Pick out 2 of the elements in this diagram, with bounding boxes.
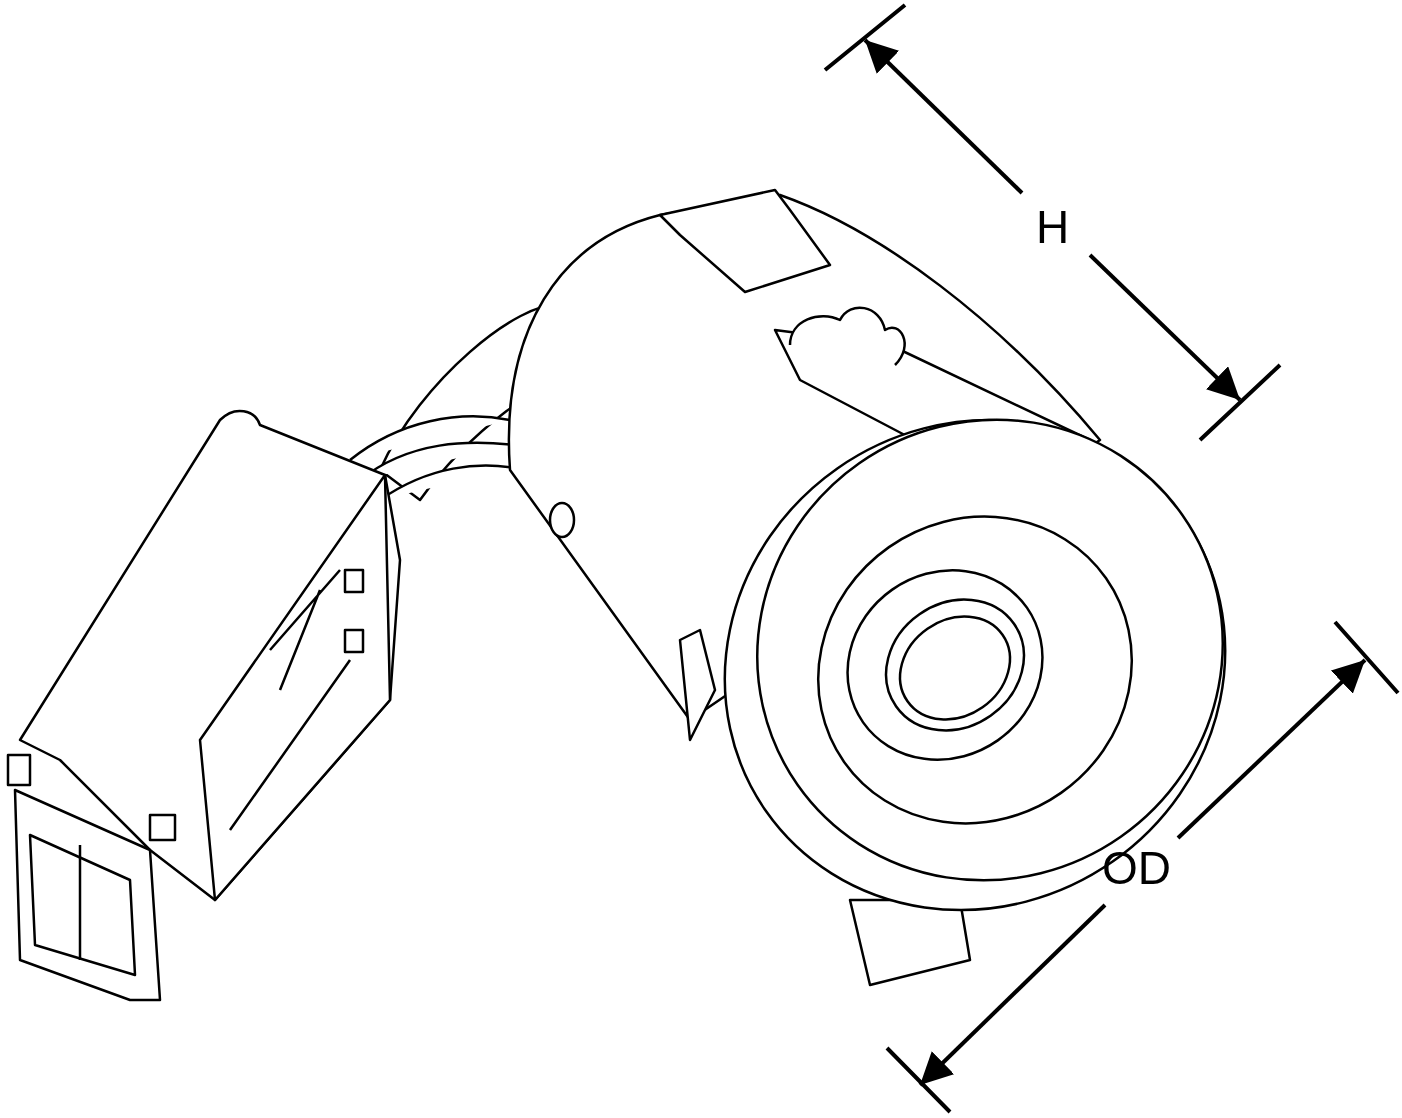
dimension-label: H (1036, 204, 1070, 250)
dimension-label: OD (1102, 845, 1171, 891)
